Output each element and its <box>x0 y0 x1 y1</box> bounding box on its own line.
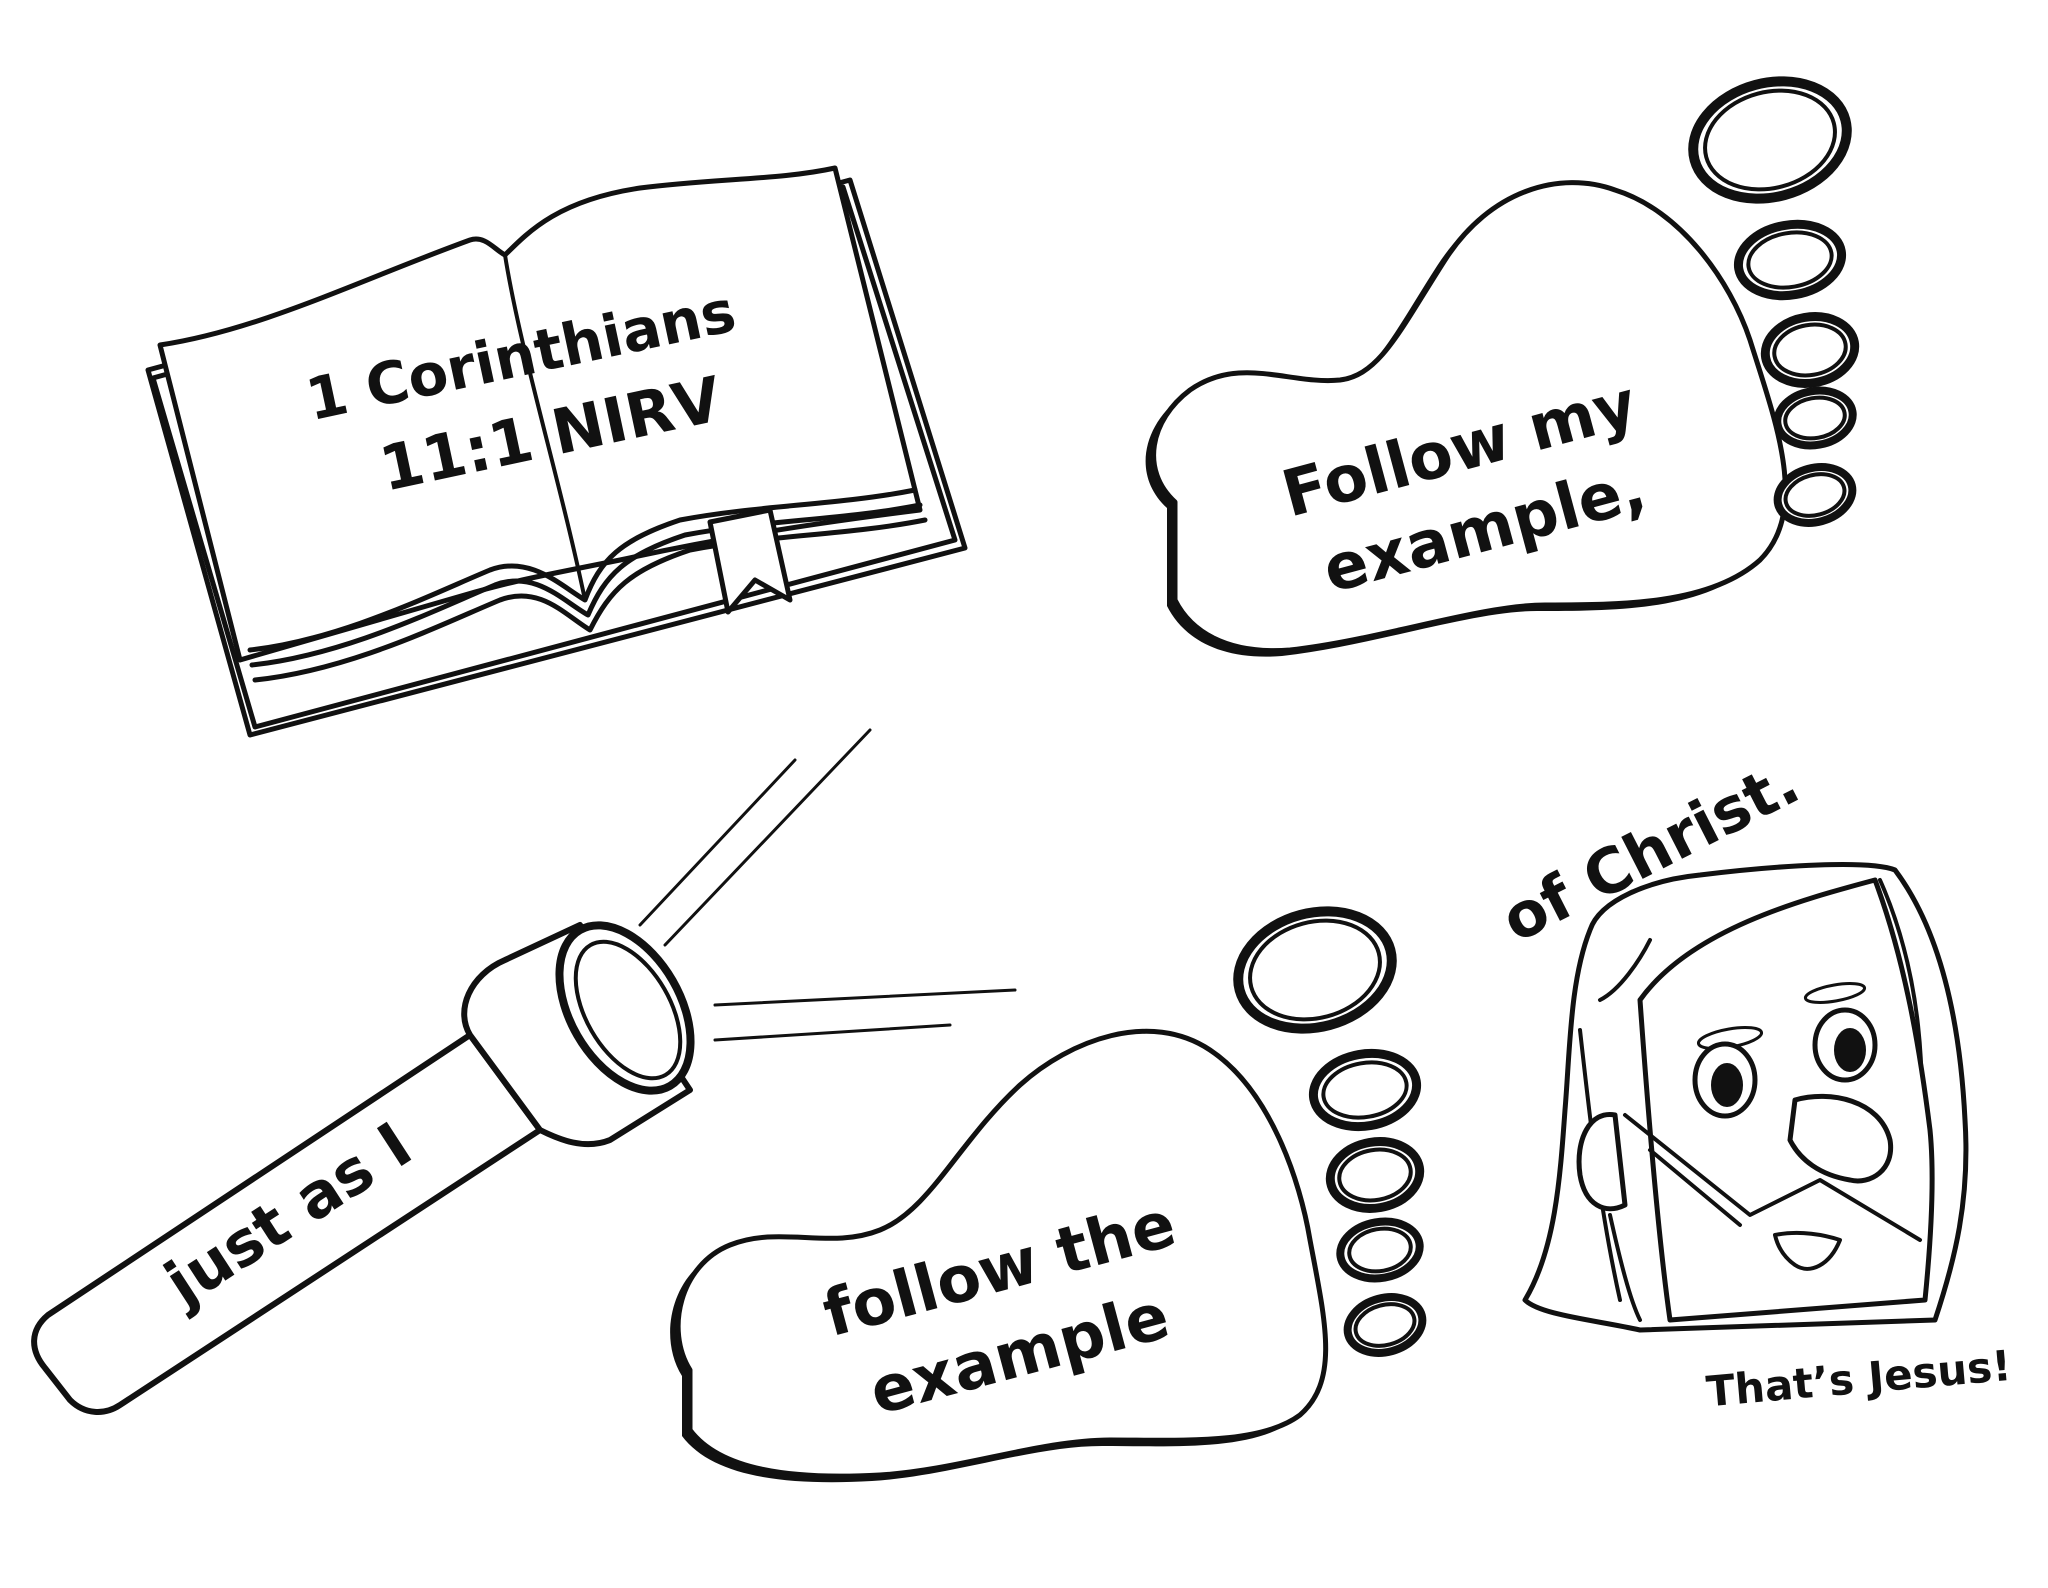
open-bible-icon: 1 Corinthians 11:1 NIRV <box>145 165 968 738</box>
footprint-top-icon: Follow my example, <box>1145 76 1860 657</box>
jesus-face-icon: of Christ. That’s Jesus! <box>1490 745 2013 1416</box>
jesus-caption: That’s Jesus! <box>1704 1341 2013 1416</box>
footprint-bottom-icon: follow the example <box>670 906 1427 1483</box>
